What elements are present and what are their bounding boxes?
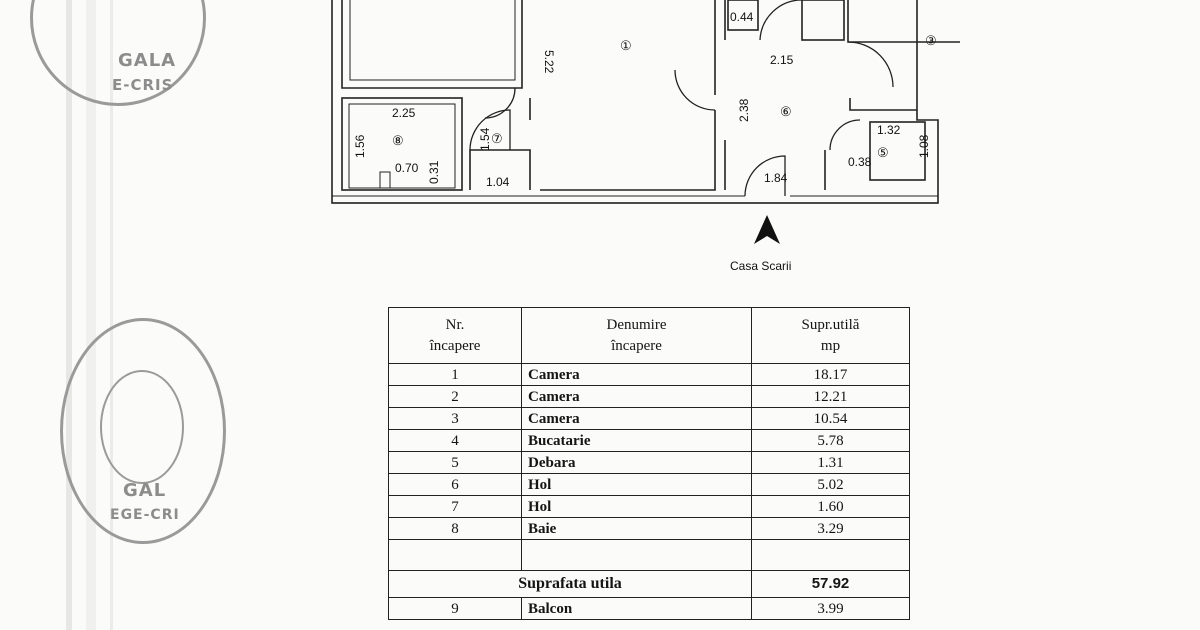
row-name: Hol <box>521 473 752 496</box>
row-area: 1.60 <box>751 495 910 518</box>
dim-label: 1.54 <box>478 127 492 151</box>
total-label: Suprafata utila <box>388 570 752 598</box>
header-nr: Nr. încapere <box>388 307 522 364</box>
room-number: ⑥ <box>780 104 792 119</box>
row-area: 1.31 <box>751 451 910 474</box>
row-nr: 5 <box>388 451 522 474</box>
row-nr: 8 <box>388 517 522 540</box>
bottom-stamp-inner <box>100 370 184 484</box>
dim-label: 2.38 <box>737 98 751 122</box>
row-nr: 2 <box>388 385 522 408</box>
dim-label: 1.08 <box>917 134 931 158</box>
dim-label: 1.04 <box>486 175 510 189</box>
entrance-label: Casa Scarii <box>730 259 791 273</box>
row-area: 3.29 <box>751 517 910 540</box>
room-number: ③ <box>925 33 937 48</box>
row-nr: 4 <box>388 429 522 452</box>
scan-streak <box>110 0 113 630</box>
row-area: 5.78 <box>751 429 910 452</box>
dim-label: 1.32 <box>877 123 901 137</box>
table-row-empty <box>388 539 910 571</box>
row-area: 12.21 <box>751 385 910 408</box>
dim-label: 5.22 <box>542 50 556 74</box>
table-header-row: Nr. încapere Denumire încapere Supr.util… <box>388 307 910 364</box>
scan-streak <box>86 0 96 630</box>
room-area-table: Nr. încapere Denumire încapere Supr.util… <box>388 307 910 620</box>
floor-plan: Casa Scarii 5.22 2.25 1.56 0.70 0.31 1.5… <box>331 0 960 273</box>
row-name: Camera <box>521 385 752 408</box>
dim-label: 0.70 <box>395 161 419 175</box>
row-name: Camera <box>521 407 752 430</box>
dim-label: 0.44 <box>730 10 754 24</box>
row-area: 18.17 <box>751 363 910 386</box>
row-name: Camera <box>521 363 752 386</box>
row-area: 3.99 <box>751 597 910 620</box>
top-stamp-subtext: E-CRIS <box>112 76 174 94</box>
row-nr: 1 <box>388 363 522 386</box>
dim-label: 1.56 <box>353 134 367 158</box>
row-area: 5.02 <box>751 473 910 496</box>
dim-label: 1.84 <box>764 171 788 185</box>
dim-label: 2.15 <box>770 53 794 67</box>
bottom-stamp <box>60 318 226 544</box>
total-area: 57.92 <box>751 570 910 598</box>
header-area: Supr.utilă mp <box>751 307 910 364</box>
room-number: ⑦ <box>491 131 503 146</box>
top-stamp-text: GALA <box>118 50 177 71</box>
bottom-stamp-subtext: EGE-CRI <box>110 507 180 523</box>
row-name: Bucatarie <box>521 429 752 452</box>
row-nr: 3 <box>388 407 522 430</box>
dim-label: 0.38 <box>848 155 872 169</box>
dim-label: 2.25 <box>392 106 416 120</box>
row-nr: 9 <box>388 597 522 620</box>
bottom-stamp-text: GAL <box>123 480 167 501</box>
row-nr: 7 <box>388 495 522 518</box>
room-number: ⑤ <box>877 145 889 160</box>
row-name: Balcon <box>521 597 752 620</box>
room-number: ① <box>620 38 632 53</box>
row-name: Hol <box>521 495 752 518</box>
header-name: Denumire încapere <box>521 307 752 364</box>
table-total-row: Suprafata utila 57.92 <box>388 570 910 598</box>
row-name: Debara <box>521 451 752 474</box>
table-row: 9 Balcon 3.99 <box>388 597 910 620</box>
scan-streak <box>66 0 72 630</box>
row-nr: 6 <box>388 473 522 496</box>
room-number: ⑧ <box>392 133 404 148</box>
row-name: Baie <box>521 517 752 540</box>
dim-label: 0.31 <box>427 160 441 184</box>
row-area: 10.54 <box>751 407 910 430</box>
